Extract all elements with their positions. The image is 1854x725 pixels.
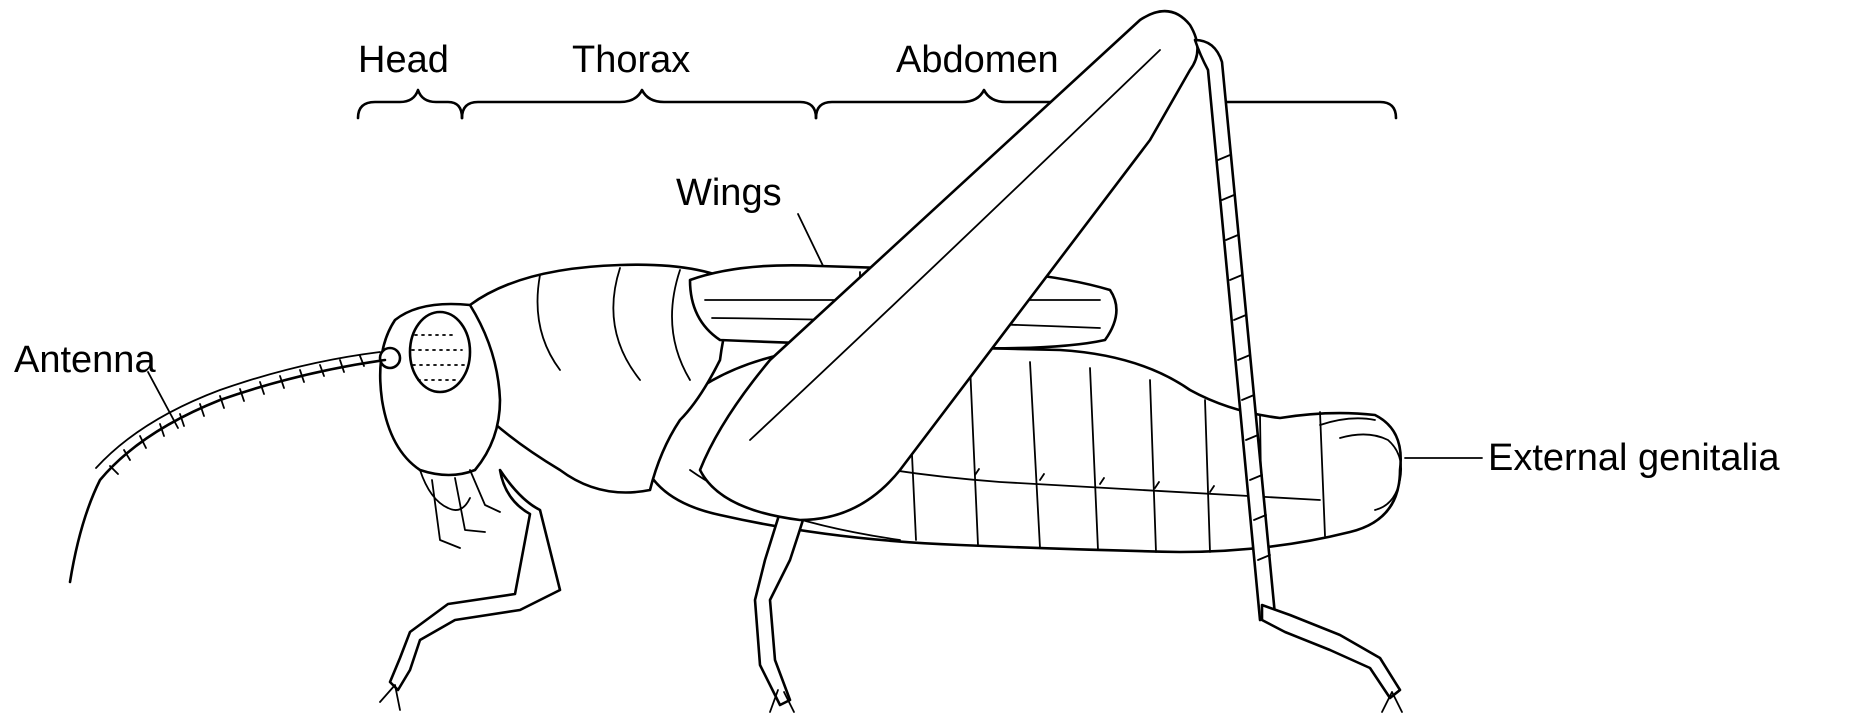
antenna-base — [380, 348, 400, 368]
leader-wings — [798, 214, 826, 272]
label-antenna: Antenna — [14, 339, 156, 381]
grasshopper-body — [70, 11, 1402, 712]
label-abdomen: Abdomen — [896, 39, 1059, 81]
foreleg — [390, 470, 560, 690]
label-external-genitalia: External genitalia — [1488, 437, 1780, 479]
antenna — [70, 360, 385, 582]
label-wings: Wings — [676, 172, 782, 214]
leader-antenna — [148, 372, 178, 428]
brace-thorax — [462, 90, 816, 118]
brace-head — [358, 90, 462, 118]
label-thorax: Thorax — [572, 39, 690, 81]
mouthparts — [420, 470, 500, 548]
hind-tarsus — [1262, 605, 1400, 698]
label-head: Head — [358, 39, 449, 81]
